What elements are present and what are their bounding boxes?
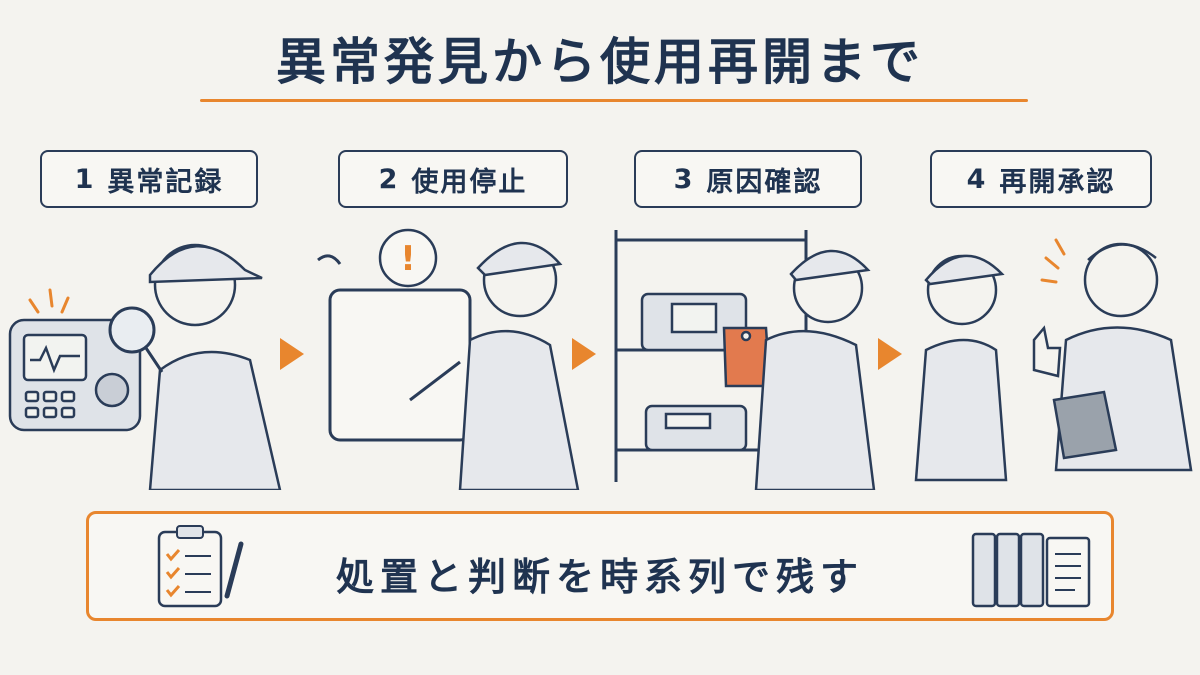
worker-4-icon	[914, 254, 1008, 482]
step-2-number: 2	[378, 163, 400, 195]
step-2-box: 2 使用停止	[338, 150, 568, 208]
step-1-box: 1 異常記録	[40, 150, 258, 208]
scene-4-resume-approval	[914, 238, 1193, 482]
clipboard-icon	[1052, 390, 1118, 460]
magnifier-icon	[108, 306, 164, 373]
approval-spark-icon	[1040, 238, 1066, 284]
device-lower-icon	[644, 404, 748, 452]
title-underline	[200, 99, 1028, 102]
summary-box: 処置と判断を時系列で残す	[86, 511, 1114, 621]
arrow-2-to-3	[572, 338, 596, 370]
worker-3-icon	[754, 249, 876, 490]
scene-2-stop-use: !	[317, 228, 580, 490]
checklist-clipboard-icon	[157, 525, 244, 608]
step-3-number: 3	[673, 163, 695, 195]
alert-bubble-icon: !	[378, 228, 438, 288]
step-4-number: 4	[966, 163, 988, 195]
arrow-3-to-4	[878, 338, 902, 370]
step-4-box: 4 再開承認	[930, 150, 1152, 208]
svg-text:!: !	[400, 239, 416, 279]
step-3-label: 原因確認	[706, 166, 823, 198]
page-title: 異常発見から使用再開まで	[276, 33, 924, 91]
pen-icon	[409, 360, 461, 402]
arrow-1-to-2	[280, 338, 304, 370]
binder-files-icon	[971, 532, 1091, 608]
step-1-number: 1	[74, 163, 96, 195]
worker-1-icon	[148, 243, 282, 490]
thumbs-up-icon	[1032, 325, 1062, 378]
measuring-instrument-icon	[8, 318, 142, 432]
step-4-label: 再開承認	[999, 166, 1116, 198]
scene-1-abnormal-record	[8, 243, 282, 490]
step-3-box: 3 原因確認	[634, 150, 862, 208]
alert-spark-icon	[28, 288, 70, 314]
summary-text: 処置と判断を時系列で残す	[335, 555, 864, 599]
scene-3-cause-check	[614, 230, 876, 490]
step-2-label: 使用停止	[411, 166, 528, 198]
worker-2-icon	[458, 241, 580, 490]
step-1-label: 異常記録	[107, 166, 224, 198]
device-upper-icon	[640, 292, 748, 352]
